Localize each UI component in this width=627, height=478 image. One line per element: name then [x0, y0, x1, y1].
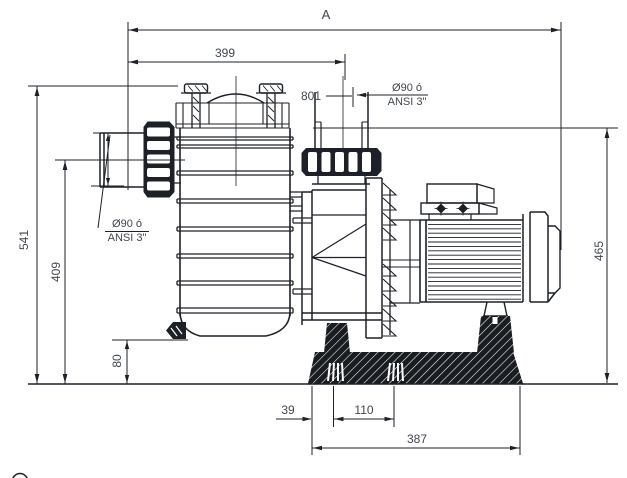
lid-clamp-right: [256, 83, 286, 128]
mounting-slots-right: [387, 362, 404, 382]
mounting-flange-strip: [365, 177, 383, 339]
mounting-base: [308, 316, 523, 384]
dim-overall-height-label: 541: [17, 230, 31, 250]
tank-volute-connector: [290, 191, 302, 212]
volute-top-flange: [312, 183, 370, 191]
dim-discharge-center-label: 801: [301, 89, 321, 103]
dim-drain-height-label: 80: [110, 354, 124, 368]
motor-body: [419, 219, 523, 303]
lid-clamp-left: [181, 83, 211, 128]
motor-fins: [428, 223, 521, 300]
suction-port-size-label: Ø90 ó: [112, 218, 142, 230]
dim-base-offset-label: 39: [281, 403, 295, 417]
diffuser-lines: [311, 214, 367, 277]
pump-support-column: [324, 323, 350, 353]
volute-lugs: [292, 217, 312, 295]
cropped-circle-annotation: [12, 472, 28, 478]
discharge-port-standard-label: ANSI 3": [388, 96, 427, 108]
flange-ribs: [382, 182, 398, 337]
base-slab: [308, 352, 523, 384]
drain-plug-hatch: [170, 325, 183, 337]
volute-left-wall: [301, 190, 313, 325]
dim-overall-length-label: A: [322, 7, 331, 22]
inlet-to-tank-connector: [174, 136, 181, 184]
tank-bottom: [179, 312, 291, 337]
discharge-neck: [317, 176, 366, 184]
shaft-lines: [382, 259, 420, 268]
dim-slot-spacing-label: 110: [354, 403, 373, 417]
motor-support-column: [477, 316, 514, 353]
tank-lid-dome: [206, 93, 265, 104]
dimension-lines: A 399 801 Ø90 ó ANSI 3" Ø90 ó ANSI 3" 54…: [17, 7, 618, 455]
tank-walls: [179, 128, 291, 316]
motor-end-bell: [522, 211, 556, 303]
discharge-port-size-label: Ø90 ó: [392, 82, 422, 94]
dim-inlet-to-discharge-label: 399: [215, 46, 235, 60]
discharge-union: [301, 76, 382, 184]
suction-port-standard-label: ANSI 3": [108, 232, 147, 244]
dim-inlet-height-label: 409: [49, 262, 63, 282]
motor-end-cap: [548, 225, 561, 294]
drain-plug: [166, 322, 186, 339]
dim-base-length-label: 387: [407, 432, 427, 446]
motor: [382, 183, 561, 335]
tank-bands: [176, 136, 294, 314]
pump-volute: [290, 177, 398, 339]
discharge-stub-walls: [314, 92, 369, 148]
strainer-tank: [166, 76, 294, 339]
dim-discharge-height-label: 465: [592, 241, 606, 261]
terminal-box: [420, 183, 498, 220]
volute-bottom-flange: [302, 312, 382, 321]
tank-lid-ring: [175, 102, 290, 129]
motor-foot: [483, 301, 508, 317]
mounting-slots-left: [327, 362, 344, 382]
